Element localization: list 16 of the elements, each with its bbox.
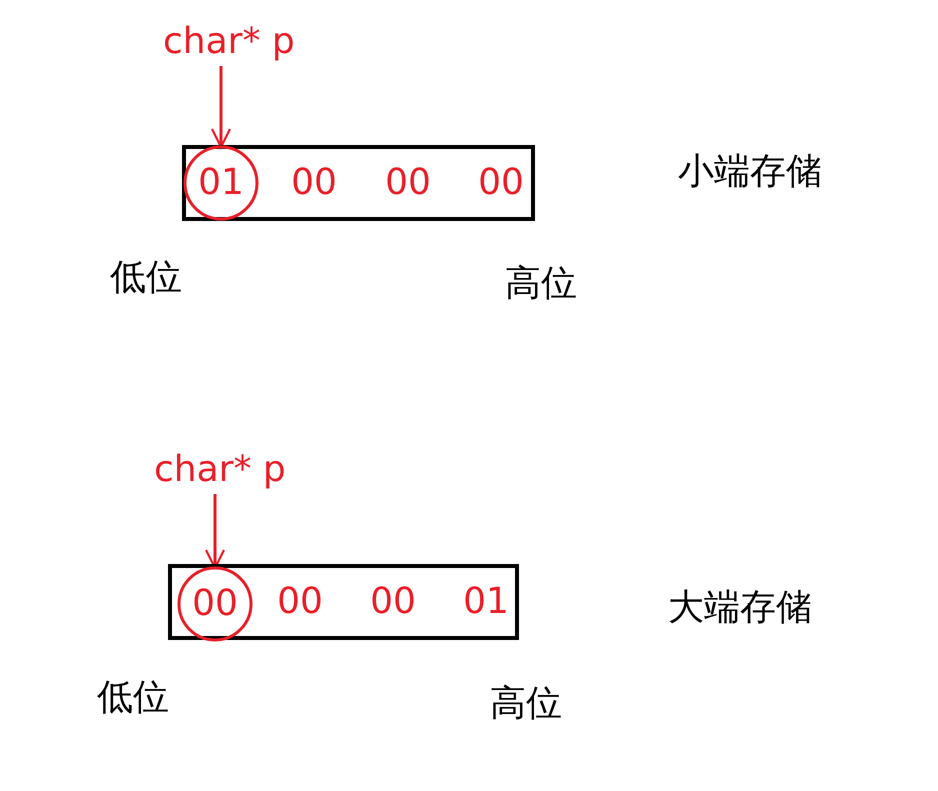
position-label: 大端存储 [668,586,812,630]
position-label: 高位 [490,682,562,726]
byte-value: 01 [463,582,509,622]
pointer-label: char* p [154,450,286,490]
byte-value: 00 [370,582,416,622]
position-label: 低位 [110,256,182,300]
position-label: 低位 [97,676,169,720]
position-label: 小端存储 [678,150,822,194]
byte-value: 00 [385,163,431,203]
position-label: 高位 [505,262,577,306]
byte-value: 00 [277,582,323,622]
pointer-label: char* p [163,22,295,62]
byte-value: 01 [198,163,244,203]
byte-value: 00 [192,584,238,624]
byte-value: 00 [291,163,337,203]
byte-value: 00 [478,163,524,203]
